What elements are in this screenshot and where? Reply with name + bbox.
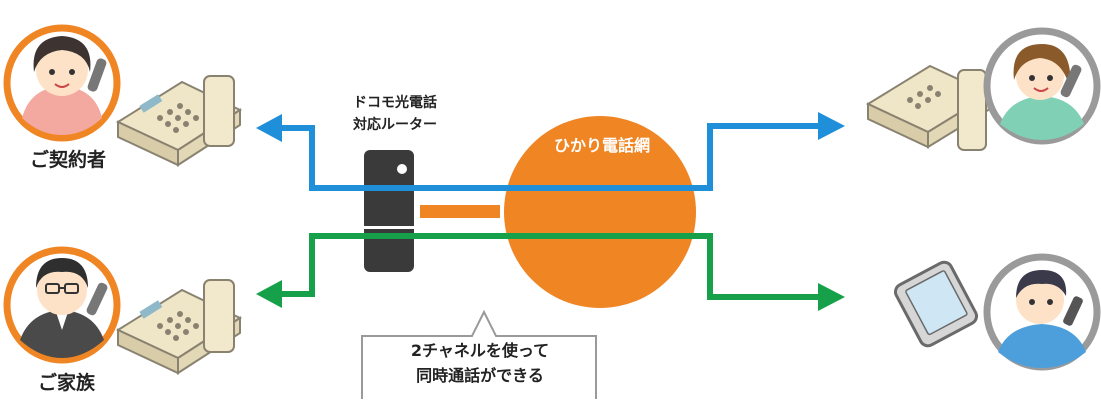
callout-bubble <box>361 309 597 399</box>
router-label-line1: ドコモ光電話 <box>353 95 437 111</box>
router-label: ドコモ光電話 対応ルーター <box>330 92 460 136</box>
callout-line1: 2チャネルを使って <box>410 341 550 360</box>
blue-arrow-right-icon <box>818 112 845 140</box>
desk-phone-icon <box>115 75 243 167</box>
callout-text: 2チャネルを使って 同時通話ができる <box>365 338 595 388</box>
blue-arrow-left-icon <box>256 114 282 142</box>
remote-woman-avatar <box>983 27 1101 145</box>
hikari-network-circle <box>504 116 696 308</box>
family-label: ご家族 <box>38 372 96 394</box>
family-avatar <box>3 246 121 364</box>
desk-phone-icon <box>865 64 993 151</box>
green-arrow-right-icon <box>818 283 845 311</box>
blue-channel-line <box>278 123 818 191</box>
router-label-line2: 対応ルーター <box>353 117 437 133</box>
desk-phone-icon <box>115 279 243 375</box>
contractor-avatar <box>3 24 121 142</box>
green-channel-line <box>278 233 818 300</box>
router-connection-bar <box>420 205 500 218</box>
remote-man-avatar <box>983 253 1101 371</box>
router-icon <box>364 150 414 272</box>
network-label: ひかり電話網 <box>553 136 650 155</box>
callout-line2: 同時通話ができる <box>416 366 544 385</box>
contractor-label: ご契約者 <box>30 149 107 171</box>
green-arrow-left-icon <box>256 280 282 308</box>
smartphone-icon <box>893 260 979 348</box>
